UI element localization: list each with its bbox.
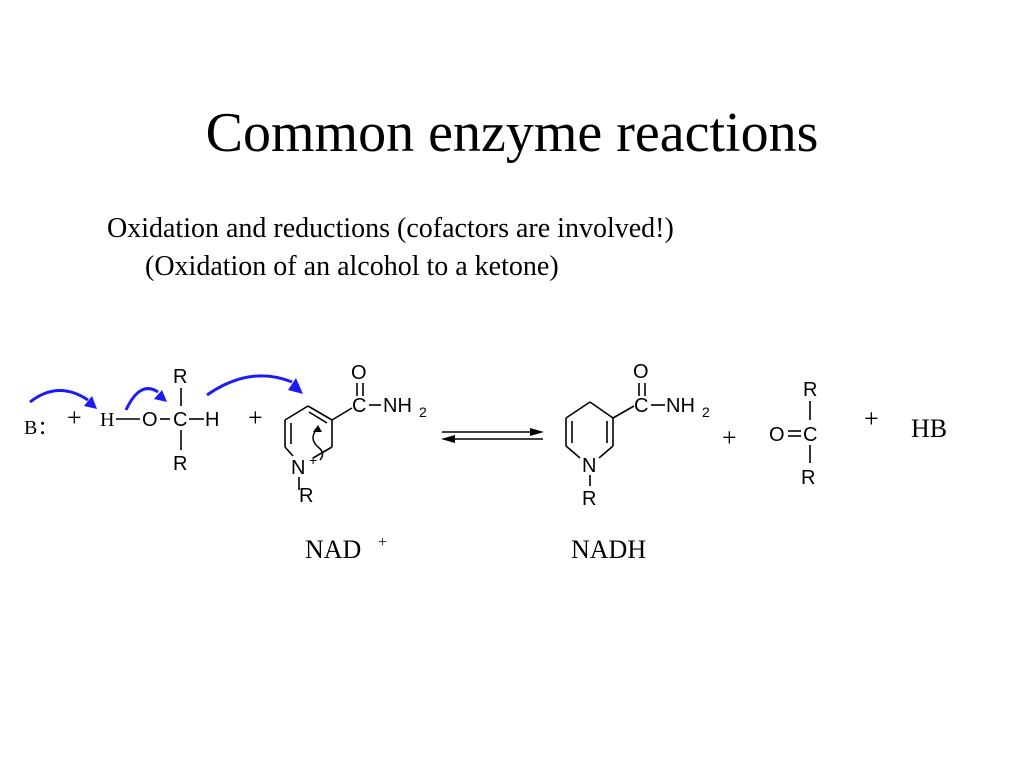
slide-title: Common enzyme reactions (205, 102, 819, 164)
ring-electron-curl-icon (312, 427, 324, 461)
nad-r-group: R (299, 485, 313, 507)
alcohol-o-atom: O (142, 409, 158, 431)
arrow-hydride-to-nad (206, 374, 293, 397)
alcohol-h2-atom: H (205, 409, 219, 431)
forward-arrow-head (530, 428, 544, 436)
nadh-molecule: N R C O NH 2 (565, 361, 710, 510)
arrow-oh-to-o (124, 387, 159, 411)
ring-bond (284, 405, 309, 421)
nad-amide-subscript: 2 (419, 404, 427, 420)
ketone-r-top: R (803, 379, 817, 401)
label-nadh: NADH (571, 535, 646, 564)
nad-n-charge: + (309, 452, 317, 468)
bullet-text-alcohol-to-ketone: (Oxidation of an alcohol to a ketone) (145, 251, 559, 282)
nadh-n-atom: N (582, 455, 596, 477)
ketone-c-atom: C (803, 424, 817, 446)
ketone-r-bottom: R (801, 467, 815, 489)
ring-bond (565, 401, 591, 419)
plus-sign-4: + (864, 404, 879, 433)
nadh-r-group: R (582, 488, 596, 510)
nad-c-atom: C (352, 395, 366, 417)
base-symbol: B (24, 417, 37, 439)
nadh-amide-subscript: 2 (702, 404, 710, 420)
ring-bond (307, 405, 333, 421)
label-nad-superscript: + (378, 534, 387, 551)
electron-pushing-arrows (29, 374, 324, 461)
alcohol-r-bottom: R (173, 453, 187, 475)
product-hb: HB (911, 414, 947, 443)
bond-ring-carbonyl (612, 405, 635, 419)
arrow-hydride-to-nad-head (288, 378, 303, 394)
alcohol-r-top: R (173, 366, 187, 388)
ring-bond (284, 446, 294, 457)
ring-bond (589, 401, 614, 419)
equilibrium-arrow-icon (441, 428, 544, 443)
alcohol-h-atom: H (100, 409, 114, 431)
nad-o-atom: O (351, 362, 367, 384)
arrow-oh-to-o-head (154, 390, 167, 402)
ring-double-bond (308, 411, 328, 424)
plus-sign-1: + (67, 403, 82, 432)
label-nad: NAD (305, 535, 361, 564)
nad-n-atom: N (291, 457, 305, 479)
arrow-base-to-h (29, 389, 89, 404)
plus-sign-2: + (248, 403, 263, 432)
plus-sign-3: + (722, 423, 737, 452)
ring-electron-curl-head (313, 425, 322, 432)
ring-bond (565, 445, 581, 459)
reverse-arrow-head (441, 435, 455, 443)
ketone-molecule: O C R R (769, 379, 817, 489)
alcohol-molecule: H O C H R R (100, 366, 219, 475)
ring-bond (598, 445, 614, 459)
bond-ring-carbonyl (331, 407, 353, 421)
bullet-text-oxidation-reduction: Oxidation and reductions (cofactors are … (107, 213, 674, 244)
nadh-o-atom: O (633, 361, 649, 383)
arrow-base-to-h-head (84, 396, 97, 409)
alcohol-c-atom: C (173, 409, 187, 431)
nad-amide-nh: NH (383, 395, 412, 417)
nadh-amide-nh: NH (666, 395, 695, 417)
ketone-o-atom: O (769, 424, 785, 446)
nadh-c-atom: C (634, 395, 648, 417)
nad-plus-molecule: N + R C O NH 2 (284, 362, 427, 507)
base-lone-pair: : (39, 411, 46, 440)
